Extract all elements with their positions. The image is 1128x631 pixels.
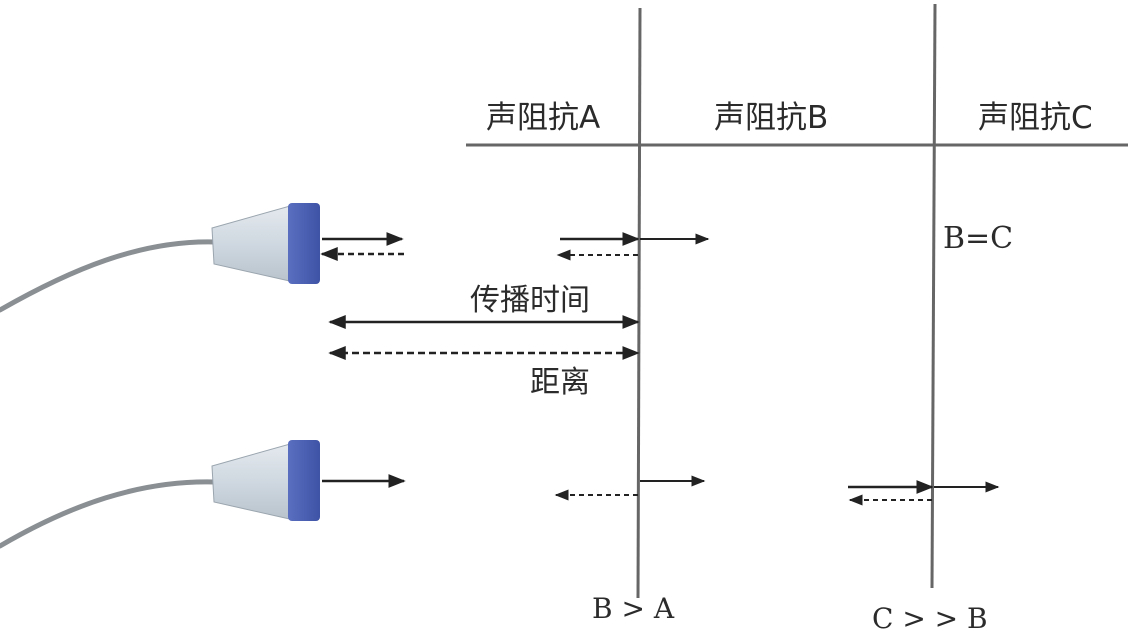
region-label-c: 声阻抗C	[978, 100, 1093, 136]
b-greater-a-label: B > A	[592, 592, 675, 625]
ultrasound-probe-top	[0, 203, 320, 313]
probe-body-top	[211, 205, 295, 283]
region-label-b: 声阻抗B	[714, 100, 828, 136]
probe-face-top	[288, 203, 320, 284]
distance-label: 距离	[530, 365, 590, 400]
probe-cable-bottom	[0, 479, 218, 549]
boundary-b-c	[930, 3, 937, 589]
probe-cable-top	[0, 239, 218, 313]
b-equals-c-label: B=C	[943, 221, 1013, 256]
boundary-a-b	[636, 7, 642, 599]
probe-face-bottom	[288, 440, 320, 521]
region-label-a: 声阻抗A	[486, 100, 600, 136]
probe-body-bottom	[211, 443, 295, 521]
ultrasound-probe-bottom	[0, 440, 320, 549]
c-much-greater-b-label: C > > B	[872, 602, 988, 631]
propagation-time-label: 传播时间	[470, 283, 590, 318]
